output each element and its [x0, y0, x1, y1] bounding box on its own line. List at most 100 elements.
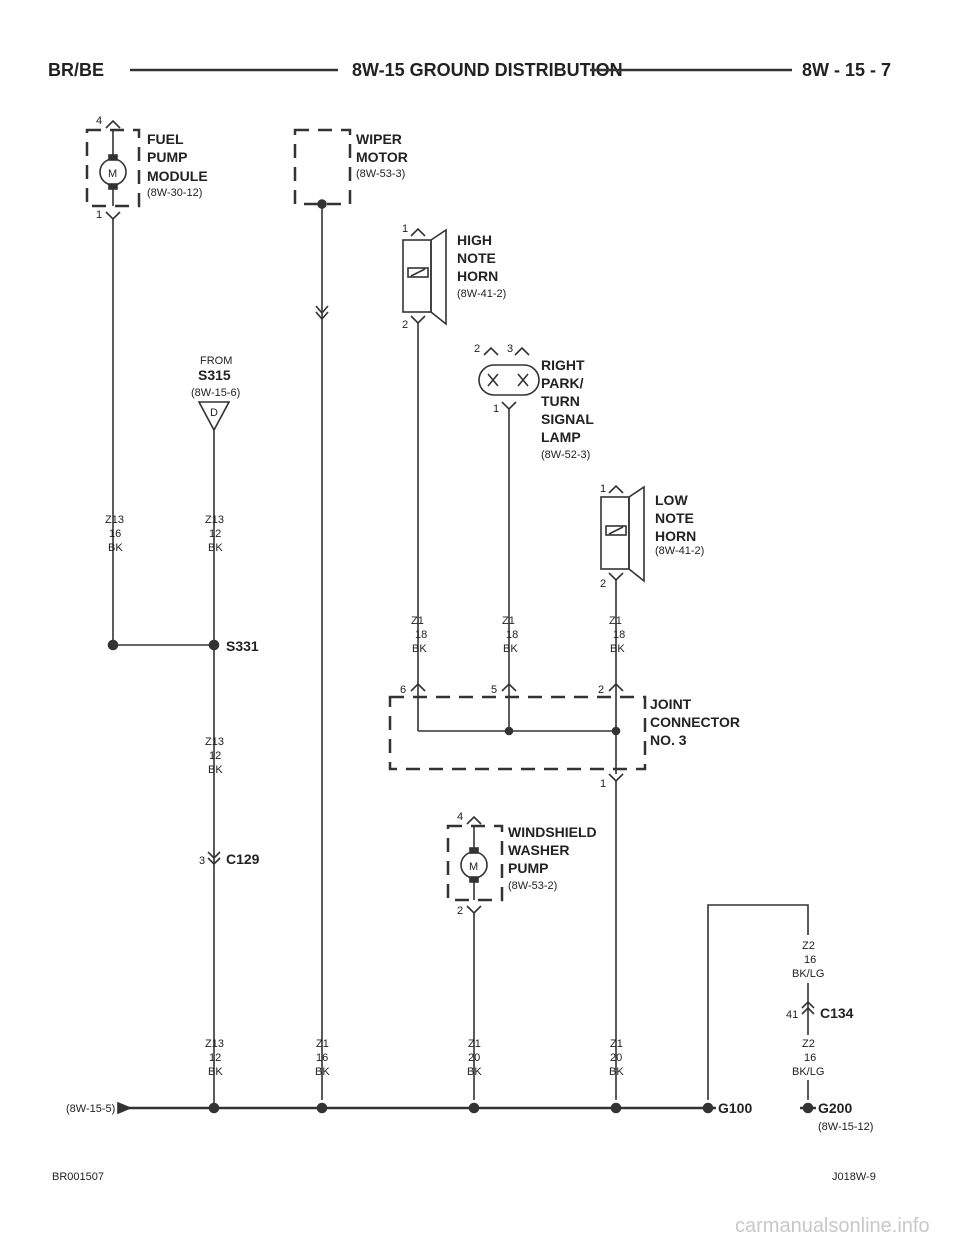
from-text: FROM	[200, 355, 232, 367]
joint-pin-6: 6	[400, 684, 406, 696]
fuel-pump-module: M 4 1 FUEL PUMP MODULE (8W-30-12)	[85, 115, 208, 221]
svg-text:BK: BK	[609, 1066, 624, 1078]
fuel-pump-pin-4-terminal	[105, 119, 121, 129]
washer-label-1: WINDSHIELD	[508, 824, 597, 840]
svg-text:Z1: Z1	[502, 615, 515, 627]
c129-pin: 3	[199, 855, 205, 867]
svg-text:BK: BK	[208, 764, 223, 776]
svg-text:BK: BK	[610, 643, 625, 655]
wire-label-z13-16-left: Z13 16 BK	[105, 514, 124, 554]
fuel-pump-ref: (8W-30-12)	[147, 187, 202, 199]
high-horn-pin-1: 1	[402, 223, 408, 235]
svg-text:BK: BK	[315, 1066, 330, 1078]
svg-text:BK: BK	[503, 643, 518, 655]
washer-ref: (8W-53-2)	[508, 880, 557, 892]
svg-text:BK: BK	[108, 542, 123, 554]
low-horn-pin-1: 1	[600, 483, 606, 495]
wiper-connector-chevron	[315, 305, 329, 315]
wire-g100-to-c134	[707, 904, 809, 1100]
low-horn-pin-2: 2	[600, 578, 606, 590]
wiper-motor-ref: (8W-53-3)	[356, 168, 405, 180]
s331-label: S331	[226, 638, 259, 654]
header-left: BR/BE	[48, 60, 104, 80]
right-lamp-pin-1: 1	[493, 403, 499, 415]
page-title: 8W-15 GROUND DISTRIBUTION	[352, 60, 623, 80]
svg-text:18: 18	[506, 629, 518, 641]
s331-dot-left	[107, 639, 119, 651]
right-lamp-label-3: TURN	[541, 393, 580, 409]
svg-text:12: 12	[209, 750, 221, 762]
washer-pin-2: 2	[457, 905, 463, 917]
joint-connector-3: 6 5 2 1 JOINT CONNECTOR NO. 3	[388, 682, 740, 790]
svg-text:Z2: Z2	[802, 1038, 815, 1050]
washer-pin-4: 4	[457, 811, 463, 823]
high-horn-pin-1-terminal	[410, 227, 426, 237]
joint-pin-2: 2	[598, 684, 604, 696]
wire-label-z1-18-b: Z1 18 BK	[502, 615, 518, 655]
c134-chevron	[801, 1000, 815, 1009]
high-horn-ref: (8W-41-2)	[457, 288, 506, 300]
wire-label-z1-18-c: Z1 18 BK	[609, 615, 625, 655]
wire-label-z1-20-washer: Z1 20 BK	[467, 1038, 482, 1078]
svg-text:Z1: Z1	[468, 1038, 481, 1050]
s315-label: S315	[198, 367, 231, 383]
fuel-pump-label-3: MODULE	[147, 168, 208, 184]
joint-pin-5: 5	[491, 684, 497, 696]
wiper-motor-label-2: MOTOR	[356, 149, 408, 165]
g200-label: G200	[818, 1100, 852, 1116]
fuel-pump-motor-label: M	[108, 168, 117, 180]
page-number: 8W - 15 - 7	[802, 60, 891, 80]
wire-label-z13-12-middle: Z13 12 BK	[205, 736, 224, 776]
svg-text:16: 16	[804, 1052, 816, 1064]
g200-ref: (8W-15-12)	[818, 1121, 873, 1133]
svg-text:BK/LG: BK/LG	[792, 1066, 824, 1078]
joint-label-3: NO. 3	[650, 732, 687, 748]
wire-label-z13-12-bottom: Z13 12 BK	[205, 1038, 224, 1078]
low-horn-ref: (8W-41-2)	[655, 545, 704, 557]
joint-label-1: JOINT	[650, 696, 692, 712]
wire-label-z2-16-upper: Z2 16 BK/LG	[792, 940, 824, 980]
low-horn-label-1: LOW	[655, 492, 688, 508]
fuel-pump-pin-4: 4	[96, 115, 102, 127]
svg-text:20: 20	[610, 1052, 622, 1064]
right-lamp-label-5: LAMP	[541, 429, 581, 445]
washer-label-2: WASHER	[508, 842, 569, 858]
svg-text:BK/LG: BK/LG	[792, 968, 824, 980]
joint-label-2: CONNECTOR	[650, 714, 740, 730]
left-ref: (8W-15-5)	[66, 1103, 115, 1115]
svg-text:12: 12	[209, 528, 221, 540]
ground-bus-arrow	[117, 1101, 133, 1115]
high-horn-pin-2-terminal	[410, 315, 426, 325]
windshield-washer-pump: M 4 2 WINDSHIELD WASHER PUMP (8W-53-2)	[446, 811, 597, 917]
wire-label-z1-18-a: Z1 18 BK	[411, 615, 427, 655]
footer-right: J018W-9	[832, 1171, 876, 1183]
svg-text:BK: BK	[412, 643, 427, 655]
svg-text:BK: BK	[208, 542, 223, 554]
right-lamp-pin-3: 3	[507, 343, 513, 355]
svg-text:18: 18	[613, 629, 625, 641]
low-horn-label-3: HORN	[655, 528, 696, 544]
svg-text:12: 12	[209, 1052, 221, 1064]
wire-label-z1-16-bottom: Z1 16 BK	[315, 1038, 330, 1078]
c134-pin: 41	[786, 1009, 798, 1021]
high-horn-pin-2: 2	[402, 319, 408, 331]
svg-text:20: 20	[468, 1052, 480, 1064]
s315-ref: (8W-15-6)	[191, 387, 240, 399]
wire-label-z13-12-upper: Z13 12 BK	[205, 514, 224, 554]
svg-text:16: 16	[109, 528, 121, 540]
watermark: carmanualsonline.info	[735, 1215, 930, 1237]
fuel-pump-pin-1-terminal	[105, 211, 121, 221]
fuel-pump-pin-1: 1	[96, 209, 102, 221]
svg-text:Z13: Z13	[205, 514, 224, 526]
right-park-turn-signal-lamp: 2 3 1 RIGHT PARK/ TURN SIGNAL LAMP (8W-5…	[474, 343, 594, 461]
right-lamp-ref: (8W-52-3)	[541, 449, 590, 461]
ground-junctions	[208, 1100, 622, 1114]
svg-text:Z1: Z1	[316, 1038, 329, 1050]
svg-text:16: 16	[804, 954, 816, 966]
fuel-pump-label-2: PUMP	[147, 149, 187, 165]
svg-text:Z1: Z1	[411, 615, 424, 627]
low-note-horn: 1 2 LOW NOTE HORN (8W-41-2)	[600, 483, 704, 590]
svg-text:Z13: Z13	[205, 736, 224, 748]
low-horn-label-2: NOTE	[655, 510, 694, 526]
